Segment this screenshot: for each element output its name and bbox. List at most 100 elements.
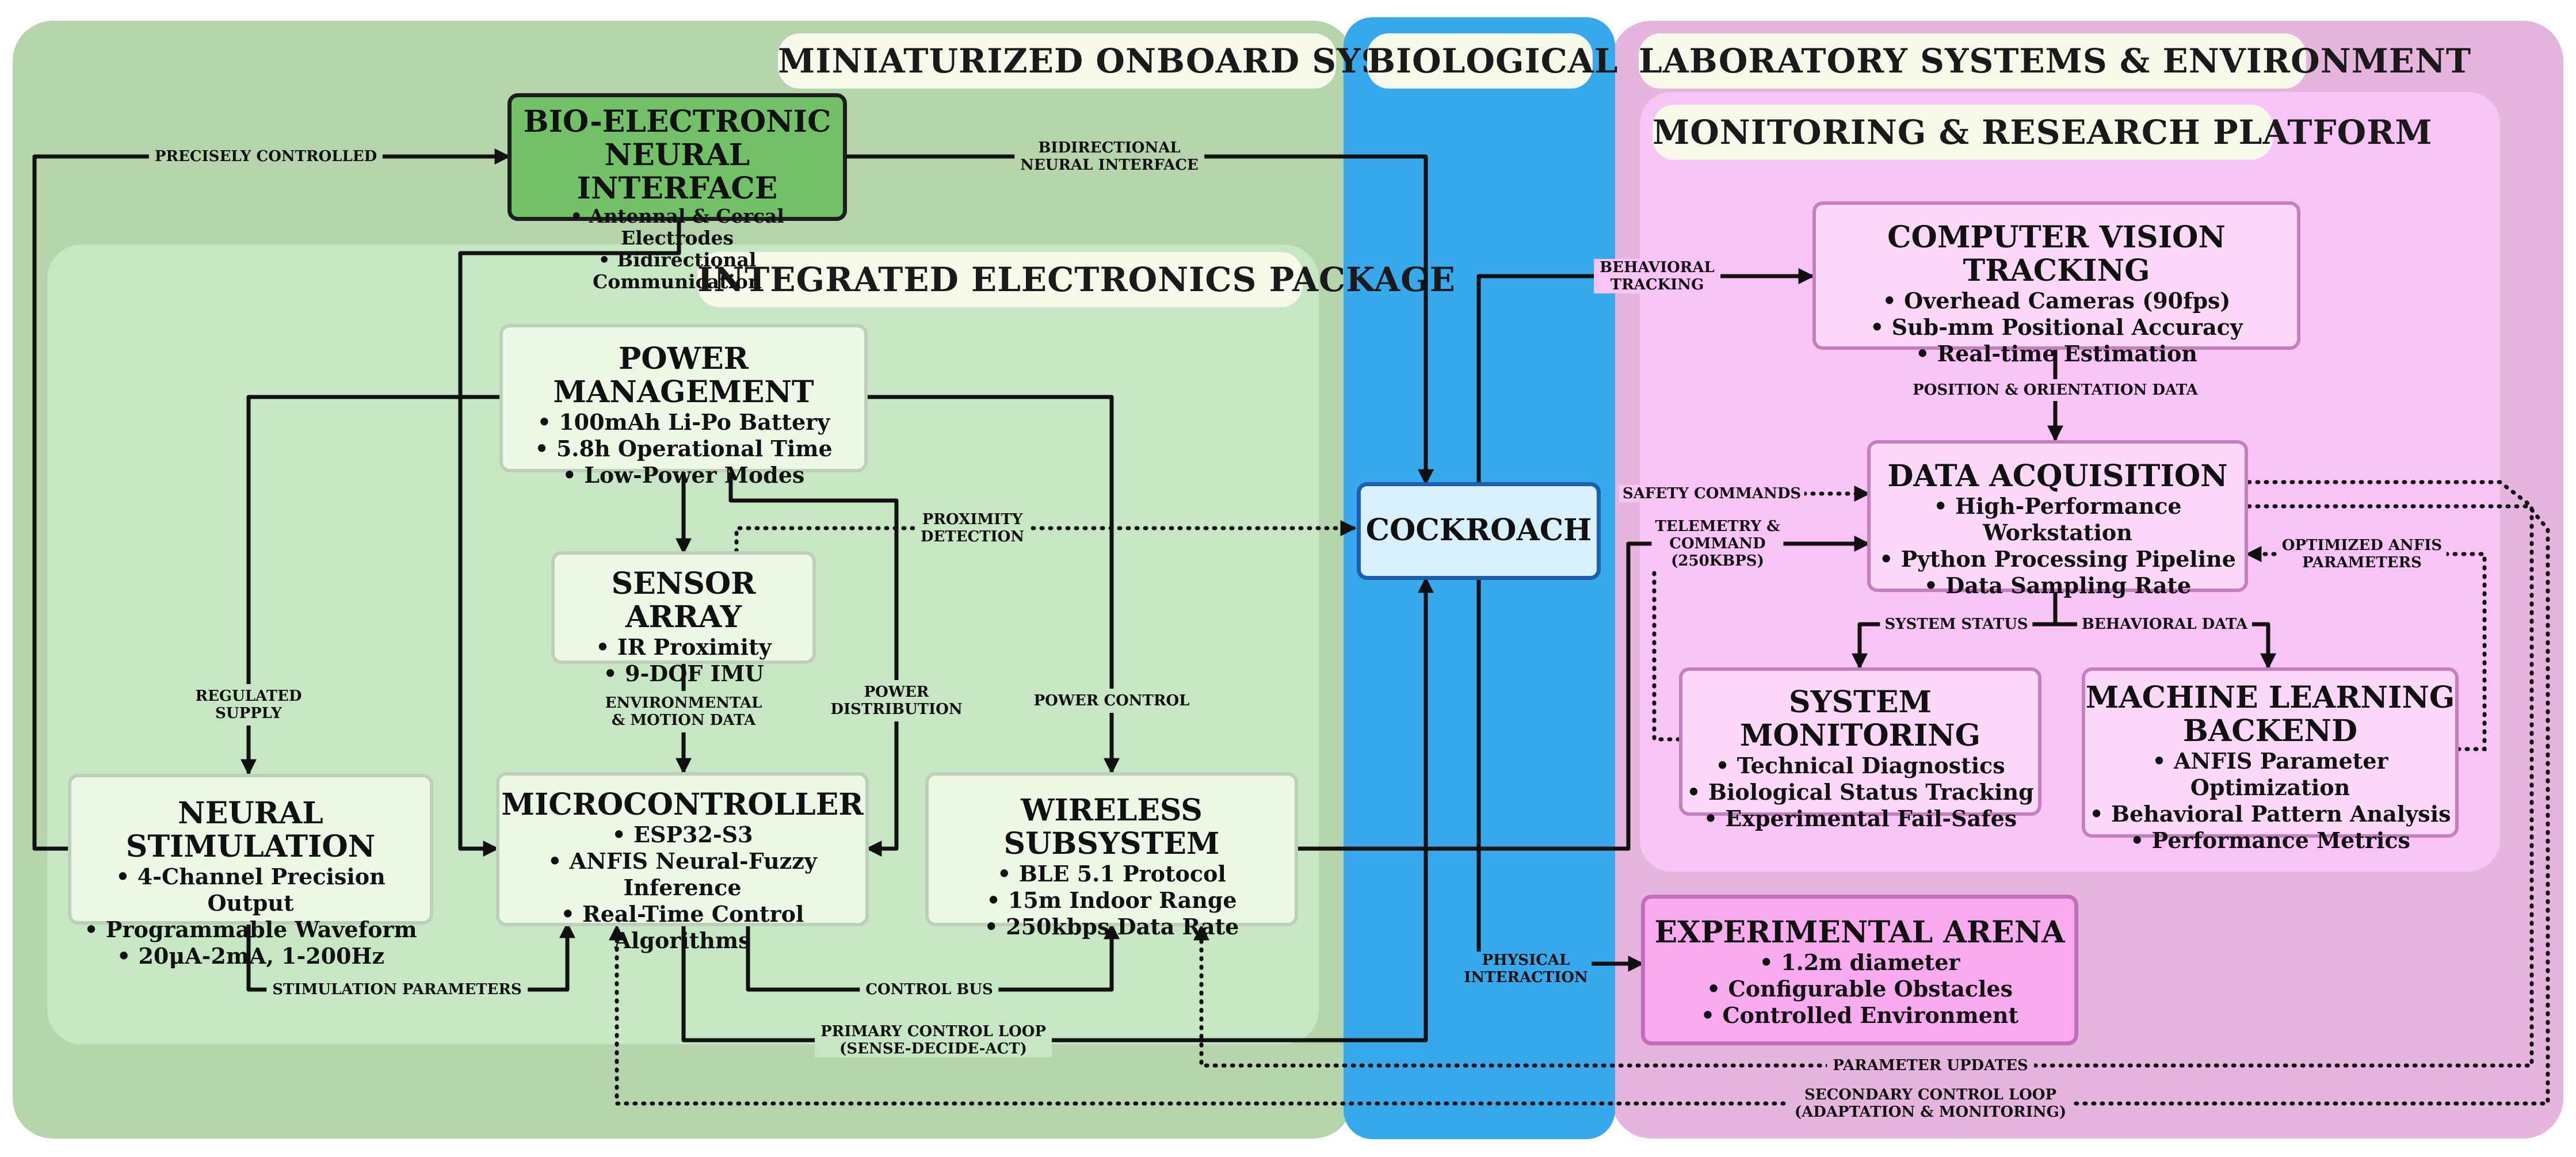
- ml-title-1: MACHINE LEARNING: [2085, 680, 2455, 715]
- edge-parameter-updates: [1193, 480, 2534, 1068]
- arena-item: 1.2m diameter: [1645, 949, 2074, 976]
- label-regulated-1: REGULATED: [195, 688, 302, 705]
- vision-item: Sub-mm Positional Accuracy: [1816, 314, 2297, 341]
- mcu-item: ESP32-S3: [499, 822, 865, 848]
- arena-item: Controlled Environment: [1645, 1002, 2074, 1029]
- daq-title: DATA ACQUISITION: [1887, 459, 2228, 494]
- bio-interface-title-1: BIO-ELECTRONIC: [523, 104, 831, 139]
- label-power-control: POWER CONTROL: [1029, 689, 1194, 713]
- wireless-item: 250kbps Data Rate: [929, 914, 1295, 940]
- sysmon-item: Biological Status Tracking: [1682, 779, 2038, 805]
- daq-item: High-Performance Workstation: [1871, 493, 2245, 546]
- power-item: Low-Power Modes: [503, 462, 864, 488]
- sysmon-title: SYSTEM MONITORING: [1739, 685, 1981, 753]
- wireless-item: BLE 5.1 Protocol: [929, 861, 1295, 887]
- label-physical-1: PHYSICAL: [1482, 952, 1570, 969]
- node-wireless-subsystem: WIRELESS SUBSYSTEM BLE 5.1 Protocol 15m …: [925, 772, 1298, 940]
- mcu-title: MICROCONTROLLER: [501, 787, 864, 822]
- ml-item: Performance Metrics: [2085, 827, 2455, 854]
- daq-item: Python Processing Pipeline: [1871, 546, 2245, 572]
- sysmon-item: Experimental Fail-Safes: [1682, 805, 2038, 832]
- node-neural-stimulation: NEURAL STIMULATION 4-Channel Precision O…: [68, 774, 433, 969]
- label-position-orientation: POSITION & ORIENTATION DATA: [1907, 379, 2204, 401]
- power-item: 5.8h Operational Time: [503, 436, 864, 462]
- node-data-acquisition: DATA ACQUISITION High-Performance Workst…: [1867, 440, 2248, 598]
- label-stimulation-parameters: STIMULATION PARAMETERS: [266, 981, 528, 998]
- vision-title: COMPUTER VISION TRACKING: [1887, 220, 2226, 288]
- node-power-management: POWER MANAGEMENT 100mAh Li-Po Battery 5.…: [499, 324, 868, 488]
- edge-proximity-detection: [734, 520, 1357, 553]
- label-secondary-1: SECONDARY CONTROL LOOP: [1804, 1086, 2057, 1103]
- label-env-2: & MOTION DATA: [611, 712, 756, 729]
- node-system-monitoring: SYSTEM MONITORING Technical Diagnostics …: [1679, 667, 2041, 831]
- edge-regulated-supply: [241, 395, 502, 776]
- label-powerdist-2: DISTRIBUTION: [830, 701, 963, 718]
- edge-power-control: [865, 395, 1120, 774]
- bio-interface-item: Bidirectional Communication: [512, 249, 843, 293]
- ml-item: ANFIS Parameter Optimization: [2085, 748, 2455, 801]
- label-bidirectional: BIDIRECTIONAL NEURAL INTERFACE: [1014, 139, 1204, 174]
- label-system-status: SYSTEM STATUS: [1880, 616, 2033, 633]
- label-parameter-updates: PARAMETER UPDATES: [1827, 1057, 2034, 1074]
- mcu-item: ANFIS Neural-Fuzzy Inference: [499, 848, 865, 901]
- label-telemetry-command: TELEMETRY & COMMAND (250KBPS): [1651, 518, 1784, 570]
- vision-item: Overhead Cameras (90fps): [1816, 288, 2297, 314]
- biological-section-title: BIOLOGICAL: [1367, 33, 1618, 89]
- label-telemetry-3: (250KBPS): [1671, 552, 1764, 570]
- label-primary-2: (SENSE-DECIDE-ACT): [839, 1040, 1027, 1057]
- label-control-bus: CONTROL BUS: [860, 981, 999, 998]
- node-computer-vision: COMPUTER VISION TRACKING Overhead Camera…: [1812, 201, 2300, 366]
- stim-item: 20μA-2mA, 1-200Hz: [71, 943, 430, 969]
- ml-title-2: BACKEND: [2182, 713, 2358, 749]
- arena-title: EXPERIMENTAL ARENA: [1654, 915, 2065, 950]
- cockroach-title: COCKROACH: [1365, 513, 1592, 548]
- label-behavioral-tracking-2: TRACKING: [1610, 276, 1704, 293]
- label-regulated-2: SUPPLY: [215, 705, 282, 722]
- label-bidirectional-1: BIDIRECTIONAL: [1038, 139, 1181, 156]
- label-regulated-supply: REGULATED SUPPLY: [190, 684, 307, 725]
- sensor-title: SENSOR ARRAY: [611, 566, 756, 635]
- node-bio-electronic-interface: BIO-ELECTRONIC NEURAL INTERFACE Antennal…: [507, 93, 847, 293]
- edge-sysmon-return: [1652, 541, 1681, 742]
- label-precisely-controlled: PRECISELY CONTROLLED: [148, 148, 383, 165]
- label-telemetry-2: COMMAND: [1669, 535, 1766, 552]
- label-optimized-2: PARAMETERS: [2302, 554, 2422, 571]
- daq-item: Data Sampling Rate: [1871, 572, 2245, 599]
- label-secondary-loop: SECONDARY CONTROL LOOP (ADAPTATION & MON…: [1788, 1086, 2073, 1121]
- edge-secondary-loop: [609, 504, 2550, 1106]
- node-microcontroller: MICROCONTROLLER ESP32-S3 ANFIS Neural-Fu…: [496, 772, 869, 953]
- node-experimental-arena: EXPERIMENTAL ARENA 1.2m diameter Configu…: [1641, 895, 2078, 1045]
- label-proximity-detection: PROXIMITY DETECTION: [914, 511, 1031, 545]
- node-sensor-array: SENSOR ARRAY IR Proximity 9-DOF IMU: [551, 551, 816, 686]
- label-primary-1: PRIMARY CONTROL LOOP: [820, 1023, 1046, 1040]
- sensor-item: IR Proximity: [555, 634, 812, 660]
- label-physical-2: INTERACTION: [1464, 969, 1588, 986]
- edge-bidirectional-interface: [845, 154, 1434, 486]
- stim-title: NEURAL STIMULATION: [125, 796, 376, 864]
- mcu-item: Real-Time Control Algorithms: [499, 901, 865, 954]
- edge-behavioral-tracking: [1476, 268, 1815, 484]
- ml-item: Behavioral Pattern Analysis: [2085, 801, 2455, 827]
- bio-interface-title-2: NEURAL INTERFACE: [577, 138, 778, 206]
- vision-item: Real-time Estimation: [1816, 341, 2297, 367]
- label-optimized-anfis: OPTIMIZED ANFIS PARAMETERS: [2277, 537, 2447, 571]
- wireless-item: 15m Indoor Range: [929, 887, 1295, 914]
- power-item: 100mAh Li-Po Battery: [503, 409, 864, 436]
- edge-power-distribution: [728, 471, 899, 857]
- label-env-1: ENVIRONMENTAL: [605, 694, 762, 712]
- label-bidirectional-2: NEURAL INTERFACE: [1020, 156, 1199, 174]
- power-title: POWER MANAGEMENT: [553, 341, 814, 410]
- edge-physical-interaction: [1471, 567, 1644, 972]
- label-behavioral-tracking: BEHAVIORAL TRACKING: [1594, 259, 1720, 293]
- label-proximity-1: PROXIMITY: [922, 511, 1023, 528]
- label-behavioral-tracking-1: BEHAVIORAL: [1600, 259, 1715, 276]
- label-physical-interaction: PHYSICAL INTERACTION: [1460, 952, 1592, 986]
- label-powerdist-1: POWER: [864, 683, 929, 701]
- bio-interface-item: Antennal & Cercal Electrodes: [512, 205, 843, 249]
- stim-item: Programmable Waveform: [71, 917, 430, 943]
- arena-item: Configurable Obstacles: [1645, 976, 2074, 1002]
- edge-precisely-controlled: [32, 148, 511, 851]
- stim-item: 4-Channel Precision Output: [71, 864, 430, 917]
- wireless-title: WIRELESS SUBSYSTEM: [1003, 793, 1220, 861]
- node-machine-learning: MACHINE LEARNING BACKEND ANFIS Parameter…: [2082, 667, 2459, 853]
